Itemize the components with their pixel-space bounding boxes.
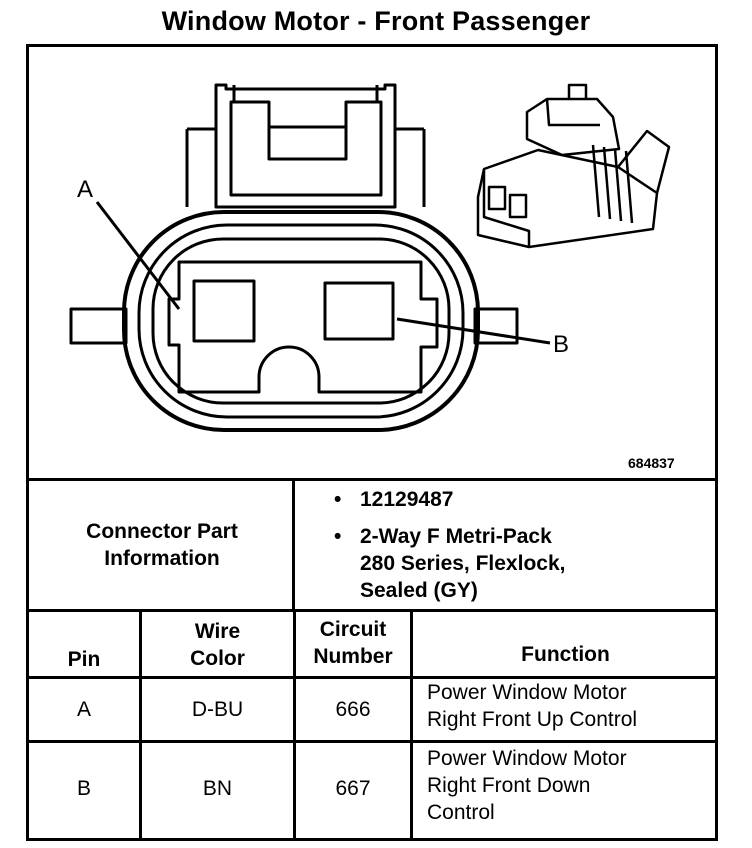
part-number: 12129487 <box>360 488 454 511</box>
cavity-outline <box>167 260 439 394</box>
terminal-a <box>192 279 256 343</box>
row-a-function: Power Window Motor Right Front Up Contro… <box>427 679 637 733</box>
body-ring <box>137 223 465 419</box>
connector-frame <box>26 44 718 841</box>
latch-base <box>185 127 426 207</box>
connector-desc-line3: Sealed (GY) <box>360 579 478 602</box>
body-inner <box>151 237 451 405</box>
connector-label-line2: Information <box>104 547 220 570</box>
header-wire-line2: Color <box>190 647 245 670</box>
divider-connector-info <box>292 478 295 612</box>
bullet-icon: • <box>334 488 342 511</box>
column-divider-pin <box>139 609 142 841</box>
divider-row-a-bottom <box>26 740 718 743</box>
callout-a: A <box>77 176 93 203</box>
connector-part-info-label: Connector Part Information <box>29 518 295 572</box>
column-divider-circuit <box>410 609 413 841</box>
row-b-function-line2: Right Front Down <box>427 774 591 797</box>
row-a-function-line2: Right Front Up Control <box>427 708 638 731</box>
divider-drawing-bottom <box>26 478 718 481</box>
latch-top <box>232 85 379 129</box>
page-title: Window Motor - Front Passenger <box>161 6 591 36</box>
figure-id: 684837 <box>628 455 675 471</box>
header-circuit-line1: Circuit <box>319 618 387 641</box>
iso-slot-right <box>508 193 528 219</box>
row-a-pin: A <box>76 698 91 721</box>
body-outer <box>122 210 480 432</box>
iso-slot-left <box>487 185 507 211</box>
connector-desc-line1: 2-Way F Metri-Pack <box>360 525 552 548</box>
row-b-function: Power Window Motor Right Front Down Cont… <box>427 745 627 826</box>
side-tab-left <box>69 307 128 345</box>
row-b-circuit: 667 <box>335 777 371 800</box>
row-a-circuit: 666 <box>335 698 371 721</box>
header-circuit-number: Circuit Number <box>296 616 410 670</box>
header-wire-color: Wire Color <box>142 618 293 672</box>
bullet-icon: • <box>334 525 342 548</box>
row-a-function-line1: Power Window Motor <box>427 681 627 704</box>
connector-label-line1: Connector Part <box>86 520 238 543</box>
connector-part-details: • 12129487 • 2-Way F Metri-Pack 280 Seri… <box>334 486 565 614</box>
leader-b <box>396 317 551 345</box>
header-circuit-line2: Number <box>313 645 393 668</box>
row-b-pin: B <box>76 777 91 800</box>
header-function: Function <box>413 641 718 668</box>
leader-a <box>95 201 181 310</box>
header-pin-text: Pin <box>67 648 101 671</box>
connector-drawing: A B <box>69 83 671 432</box>
latch-outer <box>214 83 397 209</box>
iso-side <box>617 129 671 194</box>
row-a-wire: D-BU <box>191 698 244 721</box>
column-divider-wire <box>293 609 296 841</box>
callout-b: B <box>553 331 569 358</box>
divider-header-bottom <box>26 676 718 679</box>
terminal-b <box>323 281 395 341</box>
row-b-wire: BN <box>202 777 233 800</box>
row-b-function-line1: Power Window Motor <box>427 747 627 770</box>
header-function-text: Function <box>521 643 610 666</box>
iso-ribs <box>591 144 634 224</box>
row-b-function-line3: Control <box>427 801 495 824</box>
connector-desc-line2: 280 Series, Flexlock, <box>360 552 566 575</box>
part-number-item: • 12129487 <box>334 486 565 513</box>
latch-inner <box>229 100 383 197</box>
connector-description-item: • 2-Way F Metri-Pack 280 Series, Flexloc… <box>334 523 565 604</box>
divider-connector-info-bottom <box>26 609 718 612</box>
side-tab-right <box>473 307 519 345</box>
header-pin: Pin <box>29 646 139 673</box>
iso-face <box>482 169 531 247</box>
iso-latch <box>525 83 621 157</box>
header-wire-line1: Wire <box>194 620 241 643</box>
